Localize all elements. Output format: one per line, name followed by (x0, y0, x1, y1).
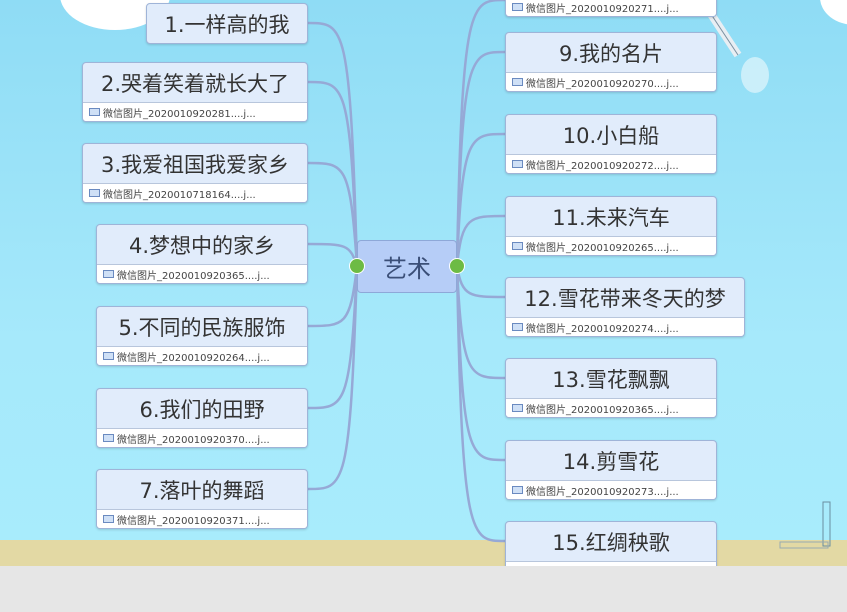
attachment-link[interactable]: 微信图片_2020010718164....j... (83, 183, 307, 202)
image-icon (512, 404, 523, 412)
attachment-filename: 微信图片_2020010920370....j... (117, 434, 270, 446)
connector-line (307, 265, 359, 328)
topic-title: 2.哭着笑着就长大了 (100, 71, 290, 96)
connector-line (307, 265, 359, 410)
connector-line (455, 265, 506, 299)
topic-title: 5.不同的民族服饰 (118, 315, 286, 340)
topic-title: 1.一样高的我 (164, 12, 290, 37)
topic-title: 3.我爱祖国我爱家乡 (100, 152, 290, 177)
attachment-filename: 微信图片_2020010920273....j... (526, 486, 679, 498)
connector-line (455, 265, 506, 380)
image-icon (512, 486, 523, 494)
topic-node[interactable]: 5.不同的民族服饰微信图片_2020010920264....j... (96, 306, 308, 366)
attachment-filename: 微信图片_2020010920270....j... (526, 78, 679, 90)
attachment-link[interactable]: 微信图片_2020010920264....j... (97, 346, 307, 365)
topic-node[interactable]: 3.我爱祖国我爱家乡微信图片_2020010718164....j... (82, 143, 308, 203)
attachment-filename: 微信图片_2020010920271....j... (526, 3, 679, 15)
topic-node[interactable]: 微信图片_2020010920271....j... (505, 0, 717, 17)
mindmap-canvas[interactable]: 1.一样高的我 2.哭着笑着就长大了微信图片_2020010920281....j… (0, 0, 847, 566)
topic-title: 7.落叶的舞蹈 (139, 478, 265, 503)
topic-node[interactable]: 4.梦想中的家乡微信图片_2020010920365....j... (96, 224, 308, 284)
collapse-handle-right[interactable] (449, 258, 465, 274)
tower-icon (779, 501, 831, 549)
topic-title: 6.我们的田野 (139, 397, 265, 422)
topic-title: 15.红绸秧歌 (552, 530, 670, 555)
attachment-filename: 微信图片_2020010920371....j... (117, 515, 270, 527)
attachment-link[interactable]: 微信图片_2020010920281....j... (83, 102, 307, 121)
attachment-filename: 微信图片_2020010920365....j... (526, 404, 679, 416)
image-icon (103, 270, 114, 278)
attachment-link[interactable]: 微信图片_2020010920274....j... (506, 317, 744, 336)
topic-node[interactable]: 12.雪花带来冬天的梦微信图片_2020010920274....j... (505, 277, 745, 337)
connector-line (455, 132, 506, 267)
attachment-filename: 微信图片_2020010920274....j... (526, 323, 679, 335)
image-icon (103, 352, 114, 360)
attachment-filename: 微信图片_2020010920281....j... (103, 108, 256, 120)
attachment-link[interactable]: 微信图片_2020010920273....j... (506, 480, 716, 499)
topic-title: 13.雪花飘飘 (552, 367, 670, 392)
topic-title: 10.小白船 (562, 123, 660, 148)
attachment-link[interactable]: 微信图片_2020010920275....j... (506, 561, 716, 566)
attachment-filename: 微信图片_2020010718164....j... (103, 189, 256, 201)
central-topic[interactable]: 艺术 (357, 240, 457, 293)
topic-node[interactable]: 14.剪雪花微信图片_2020010920273....j... (505, 440, 717, 500)
topic-node[interactable]: 2.哭着笑着就长大了微信图片_2020010920281....j... (82, 62, 308, 122)
image-icon (512, 160, 523, 168)
topic-title: 12.雪花带来冬天的梦 (524, 286, 726, 311)
connector-line (455, 265, 506, 543)
topic-node[interactable]: 15.红绸秧歌微信图片_2020010920275....j... (505, 521, 717, 566)
image-icon (89, 108, 100, 116)
attachment-link[interactable]: 微信图片_2020010920270....j... (506, 72, 716, 91)
image-icon (103, 434, 114, 442)
attachment-filename: 微信图片_2020010920264....j... (117, 352, 270, 364)
image-icon (512, 323, 523, 331)
attachment-link[interactable]: 微信图片_2020010920370....j... (97, 428, 307, 447)
bottom-bar (0, 566, 847, 612)
attachment-link[interactable]: 微信图片_2020010920265....j... (506, 236, 716, 255)
attachment-link[interactable]: 微信图片_2020010920371....j... (97, 509, 307, 528)
topic-title: 9.我的名片 (558, 41, 664, 66)
topic-node[interactable]: 9.我的名片微信图片_2020010920270....j... (505, 32, 717, 92)
connector-line (455, 214, 506, 267)
central-topic-label: 艺术 (383, 255, 431, 283)
topic-title: 14.剪雪花 (562, 449, 660, 474)
topic-node[interactable]: 13.雪花飘飘微信图片_2020010920365....j... (505, 358, 717, 418)
attachment-link[interactable]: 微信图片_2020010920365....j... (97, 264, 307, 283)
image-icon (512, 242, 523, 250)
attachment-filename: 微信图片_2020010920365....j... (117, 270, 270, 282)
topic-title: 11.未来汽车 (552, 205, 670, 230)
image-icon (512, 78, 523, 86)
topic-title: 4.梦想中的家乡 (128, 233, 276, 258)
attachment-link[interactable]: 微信图片_2020010920271....j... (506, 0, 716, 16)
attachment-filename: 微信图片_2020010920265....j... (526, 242, 679, 254)
topic-node[interactable]: 7.落叶的舞蹈微信图片_2020010920371....j... (96, 469, 308, 529)
connector-line (307, 80, 359, 267)
attachment-link[interactable]: 微信图片_2020010920272....j... (506, 154, 716, 173)
image-icon (89, 189, 100, 197)
topic-node[interactable]: 10.小白船微信图片_2020010920272....j... (505, 114, 717, 174)
collapse-handle-left[interactable] (349, 258, 365, 274)
topic-node[interactable]: 1.一样高的我 (146, 3, 308, 44)
image-icon (103, 515, 114, 523)
attachment-filename: 微信图片_2020010920272....j... (526, 160, 679, 172)
connector-line (307, 265, 359, 491)
topic-node[interactable]: 6.我们的田野微信图片_2020010920370....j... (96, 388, 308, 448)
connector-line (455, 50, 506, 267)
image-icon (512, 3, 523, 11)
attachment-link[interactable]: 微信图片_2020010920365....j... (506, 398, 716, 417)
connector-line (307, 161, 359, 267)
connector-lines (307, 0, 506, 543)
topic-node[interactable]: 11.未来汽车微信图片_2020010920265....j... (505, 196, 717, 256)
